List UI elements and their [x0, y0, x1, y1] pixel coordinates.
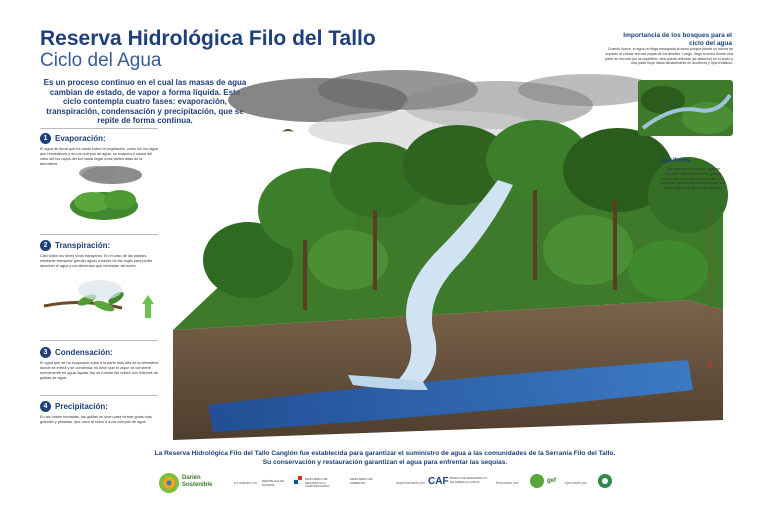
step-text: El agua de lluvia que ha caído sobre la …	[40, 147, 159, 166]
arrow-up-icon	[145, 304, 151, 318]
financiado-label: financiado por	[496, 481, 519, 485]
caf-subtitle: BANCO DE DESARROLLO DE AMÉRICA LATINA	[450, 476, 488, 484]
poster-subtitle: Ciclo del Agua	[40, 50, 162, 71]
step-precipitacion: 4 Precipitación: En las nubes formadas, …	[40, 401, 160, 425]
divider	[40, 395, 158, 396]
partner-logos: Darién Sostenible en alianza con REPÚBLI…	[0, 470, 768, 498]
step-condensacion: 3 Condensación: El agua que se ha evapor…	[40, 347, 160, 381]
evaporation-illustration	[70, 166, 142, 220]
forest-importance-text: Cuando llueve, el agua no llega enseguid…	[605, 47, 733, 66]
aquifer-text: Son reservorios donde el agua se acumula…	[660, 167, 726, 191]
step-title: Condensación:	[55, 348, 113, 357]
darien-sostenible-logo-icon	[159, 473, 179, 493]
forest-importance-title: Importancia de los bosques para el ciclo…	[623, 32, 732, 47]
implementado-label: implementado por	[396, 481, 425, 485]
river	[398, 180, 513, 382]
panama-logo: REPÚBLICA DE PANAMÁ	[262, 479, 284, 487]
footer-statement: La Reserva Hidrológica Filo del Tallo Ca…	[154, 450, 616, 466]
aquifer-title: Acuíferos	[660, 157, 690, 164]
step-text: En las nubes formadas, las gotitas se un…	[40, 415, 152, 424]
step-text: Casi todos los seres vivos transpiran. E…	[40, 254, 153, 268]
forest-aerial-photo	[638, 80, 733, 136]
ejecutado-label: ejecutado por	[565, 481, 587, 485]
step-title: Transpiración:	[55, 241, 111, 250]
darien-name: Darién Sostenible	[182, 475, 213, 488]
forest-water-cycle-illustration	[173, 70, 728, 440]
caf-logo: CAF	[428, 476, 449, 487]
step-number: 3	[40, 347, 51, 358]
step-evaporacion: 1 Evaporación: El agua de lluvia que ha …	[40, 133, 160, 167]
alianza-label: en alianza con	[234, 481, 258, 485]
gef-logo-icon	[530, 474, 544, 488]
step-number: 2	[40, 240, 51, 251]
gef-label: gef	[547, 478, 556, 484]
step-transpiracion: 2 Transpiración: Casi todos los seres vi…	[40, 240, 160, 269]
transpiration-illustration	[43, 280, 154, 318]
step-title: Precipitación:	[55, 402, 108, 411]
ministerio-desarrollo-logo: MINISTERIO DE DESARROLLO AGROPECUARIO	[305, 477, 330, 489]
step-number: 4	[40, 401, 51, 412]
divider	[40, 340, 158, 341]
poster-title: Reserva Hidrológica Filo del Tallo	[40, 27, 376, 50]
divider	[40, 234, 158, 235]
forest-trees	[203, 120, 728, 310]
ministerio-ambiente-logo: MINISTERIO DE AMBIENTE	[350, 477, 373, 485]
divider	[40, 128, 158, 129]
intro-text: Es un proceso continuo en el cual las ma…	[43, 78, 247, 125]
step-number: 1	[40, 133, 51, 144]
step-text: El agua que se ha evaporado sube a la pa…	[40, 361, 159, 380]
aquifer-water	[208, 360, 693, 432]
executing-org-logo-icon	[598, 474, 612, 488]
step-title: Evaporación:	[55, 134, 106, 143]
bird-icon	[282, 129, 294, 132]
panama-flag-icon	[294, 476, 302, 484]
